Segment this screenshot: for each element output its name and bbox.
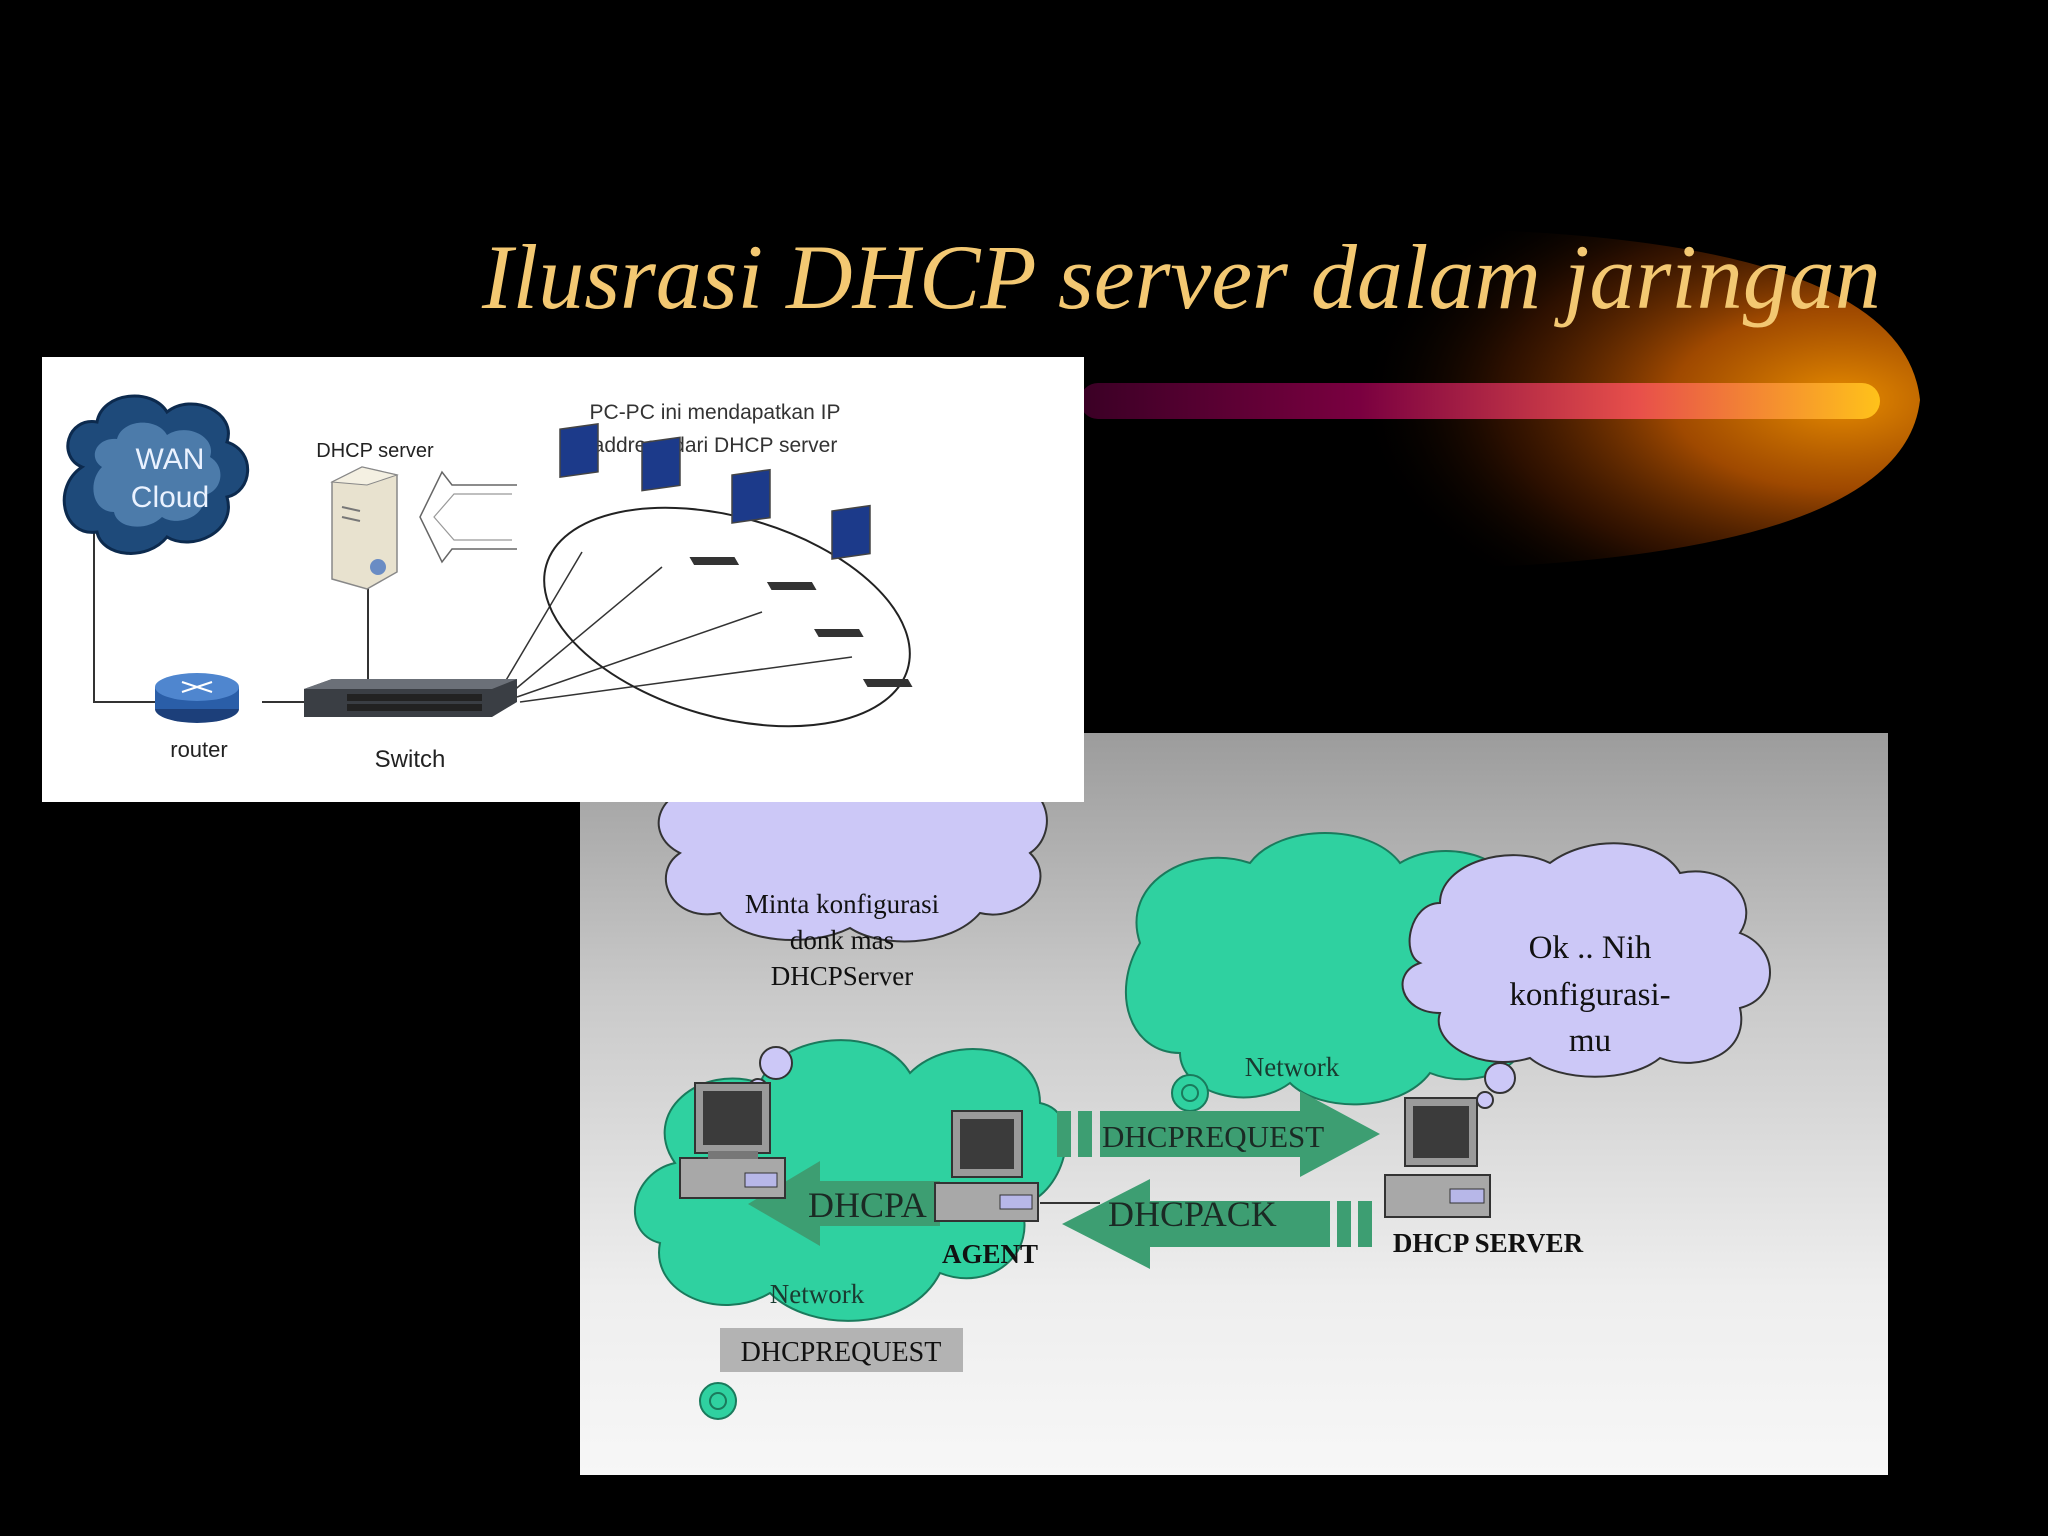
switch-icon <box>304 679 517 717</box>
dhcprequest-arrow-label: DHCPREQUEST <box>1102 1119 1324 1154</box>
dhcpa-arrow: DHCPA <box>748 1161 940 1246</box>
client-bubble-line-1: Minta konfigurasi <box>745 889 939 919</box>
client-bubble-line-3: DHCPServer <box>771 961 914 991</box>
slide-title: Ilusrasi DHCP server dalam jaringan <box>482 226 1881 328</box>
client-bubble-line-2: donk mas <box>790 925 894 955</box>
pc-icon-1 <box>559 423 740 565</box>
pc-icon-4 <box>831 504 913 687</box>
pointer-arrow-to-server <box>419 470 517 564</box>
server-tower-icon <box>330 466 399 590</box>
note-line-2: address dari DHCP server <box>593 434 838 457</box>
dhcprequest-arrow: DHCPREQUEST <box>1057 1091 1380 1177</box>
decorative-swoosh <box>1080 228 1920 571</box>
dhcpack-arrow-label: DHCPACK <box>1108 1194 1277 1234</box>
dhcp-relay-diagram: Minta konfigurasi donk mas DHCPServer Ok… <box>580 733 1888 1475</box>
server-bubble-line-1: Ok .. Nih <box>1529 930 1652 966</box>
wan-cloud-icon: WAN Cloud <box>62 394 250 555</box>
pc-icon-3 <box>731 468 864 637</box>
server-bubble-line-2: konfigurasi- <box>1509 977 1670 1013</box>
dhcpack-arrow: DHCPACK <box>1062 1179 1372 1269</box>
switch-label: Switch <box>375 746 446 773</box>
network-left-label: Network <box>770 1279 865 1309</box>
agent-computer-icon <box>934 1110 1039 1222</box>
dhcp-server-top-label: DHCP server <box>316 440 434 462</box>
dhcprequest-box-label: DHCPREQUEST <box>741 1337 942 1368</box>
note-line-1: PC-PC ini mendapatkan IP <box>590 401 841 424</box>
router-icon <box>155 673 239 723</box>
router-label: router <box>170 737 227 762</box>
dhcpa-arrow-label: DHCPA <box>808 1185 927 1225</box>
pc-icon-2 <box>641 436 817 590</box>
dhcprequest-box: DHCPREQUEST <box>720 1328 963 1372</box>
agent-label: AGENT <box>942 1239 1038 1269</box>
network-topology-diagram: WAN Cloud DHCP server PC-PC ini mendapat… <box>42 357 1084 802</box>
wan-cloud-line-2: Cloud <box>131 481 209 514</box>
server-thought-bubble: Ok .. Nih konfigurasi- mu <box>1401 842 1771 1109</box>
dhcp-server-label: DHCP SERVER <box>1393 1228 1584 1258</box>
client-computer-icon <box>679 1082 786 1199</box>
server-bubble-line-3: mu <box>1569 1023 1611 1059</box>
dhcp-server-computer-icon <box>1384 1097 1491 1218</box>
wan-cloud-line-1: WAN <box>136 443 205 476</box>
network-right-label: Network <box>1245 1052 1340 1082</box>
